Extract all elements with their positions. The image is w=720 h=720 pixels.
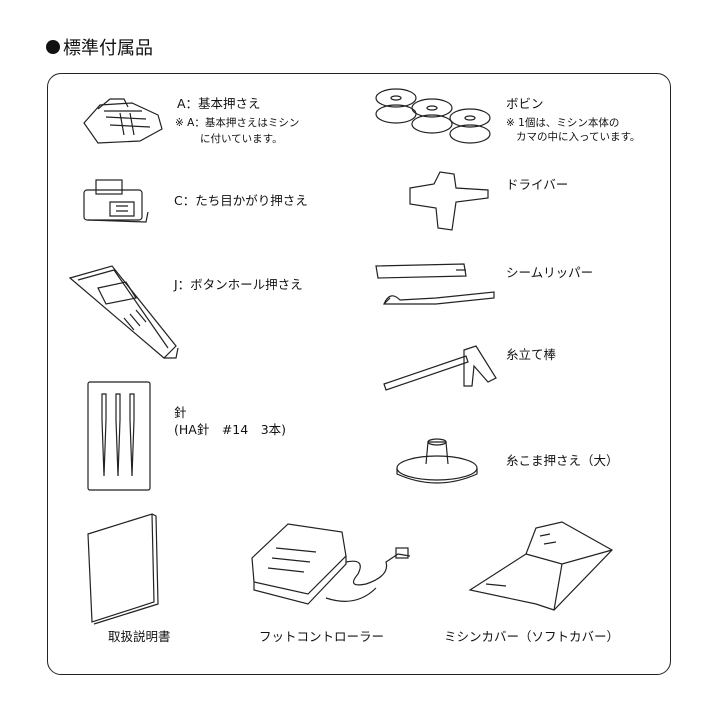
foot-a-note-line2: に付いています。 bbox=[200, 133, 283, 145]
needles-detail: (HA針 #14 3本) bbox=[174, 422, 287, 437]
presser-foot-c-icon bbox=[83, 179, 149, 223]
seam-ripper-icon bbox=[375, 263, 495, 305]
machine-cover-label: ミシンカバー（ソフトカバー） bbox=[444, 629, 620, 644]
screwdriver-icon bbox=[409, 171, 489, 231]
spool-pin-label: 糸立て棒 bbox=[506, 347, 557, 362]
spool-pin-icon bbox=[383, 345, 497, 391]
foot-controller-label: フットコントローラー bbox=[259, 629, 385, 644]
foot-controller-icon bbox=[251, 523, 411, 605]
seam-ripper-label: シームリッパー bbox=[506, 265, 594, 280]
instruction-manual-icon bbox=[87, 513, 159, 625]
foot-j-label: J：ボタンホール押さえ bbox=[174, 277, 303, 292]
spool-cap-icon bbox=[396, 438, 478, 484]
accessories-frame bbox=[47, 73, 671, 675]
spool-cap-label: 糸こま押さえ（大） bbox=[506, 453, 619, 468]
needles-label: 針 bbox=[174, 405, 187, 420]
bobbin-note-line2: カマの中に入っています。 bbox=[516, 131, 641, 143]
section-heading: 標準付属品 bbox=[46, 34, 153, 60]
section-title: 標準付属品 bbox=[63, 38, 153, 59]
presser-foot-j-icon bbox=[68, 265, 179, 359]
screwdriver-label: ドライバー bbox=[506, 177, 569, 192]
foot-c-label: C：たち目かがり押さえ bbox=[174, 193, 308, 208]
foot-a-label: A：基本押さえ bbox=[177, 96, 261, 111]
bobbin-note-line1: ※ 1個は、ミシン本体の bbox=[506, 117, 620, 129]
foot-a-note-line1: ※ A：基本押さえはミシン bbox=[175, 117, 300, 129]
bullet-dot-icon bbox=[46, 40, 60, 54]
bobbin-icon bbox=[375, 88, 491, 144]
bobbin-label: ボビン bbox=[506, 96, 544, 111]
presser-foot-a-icon bbox=[83, 98, 163, 144]
manual-label: 取扱説明書 bbox=[108, 629, 171, 644]
machine-cover-icon bbox=[468, 521, 613, 611]
needles-pack-icon bbox=[87, 381, 151, 491]
